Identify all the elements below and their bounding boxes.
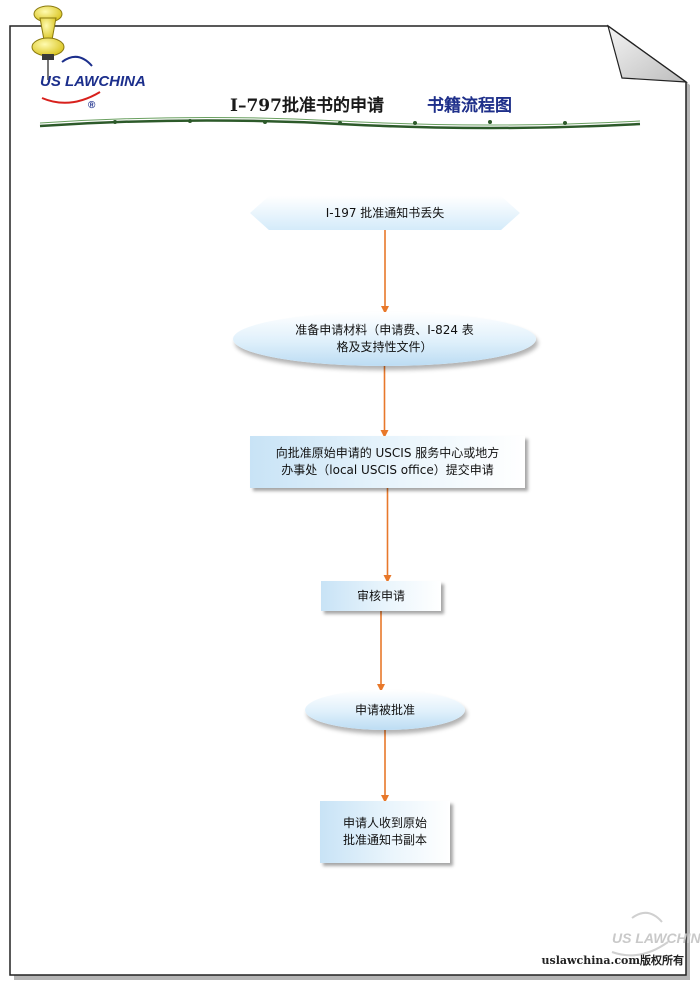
page-sheet bbox=[9, 25, 687, 976]
node-line: I-197 批准通知书丢失 bbox=[325, 205, 445, 220]
folded-corner bbox=[606, 24, 689, 83]
node-line: 办事处（local USCIS office）提交申请 bbox=[281, 463, 494, 477]
logo-registered-mark: ® bbox=[88, 100, 96, 111]
node-line: 批准通知书副本 bbox=[342, 833, 427, 847]
node-prepare-materials: 准备申请材料（申请费、I-824 表 格及支持性文件） bbox=[233, 312, 536, 366]
node-application-approved: 申请被批准 bbox=[305, 690, 465, 730]
logo-text: US LAWCHINA bbox=[40, 73, 146, 90]
page-title: I–797批准书的申请 bbox=[230, 96, 384, 116]
node-review-application: 审核申请 bbox=[321, 581, 441, 611]
copyright-notice: uslawchina.com版权所有 bbox=[541, 954, 684, 967]
watermark-logo-text: US LAWCHINA bbox=[612, 930, 700, 946]
pushpin-icon bbox=[31, 5, 65, 80]
node-line: 格及支持性文件） bbox=[336, 340, 433, 354]
node-line: 准备申请材料（申请费、I-824 表 bbox=[295, 323, 474, 337]
uslawchina-logo-mark bbox=[41, 55, 101, 104]
page-subtitle: 书籍流程图 bbox=[427, 96, 512, 116]
header-divider bbox=[39, 116, 641, 130]
watermark-logo-mark bbox=[611, 911, 669, 957]
node-submit-application: 向批准原始申请的 USCIS 服务中心或地方 办事处（local USCIS o… bbox=[250, 436, 525, 488]
node-line: 审核申请 bbox=[356, 588, 405, 603]
node-line: 申请被批准 bbox=[354, 702, 415, 717]
node-line: 申请人收到原始 bbox=[342, 816, 427, 830]
node-i197-lost: I-197 批准通知书丢失 bbox=[250, 196, 520, 230]
node-line: 向批准原始申请的 USCIS 服务中心或地方 bbox=[275, 446, 500, 460]
node-receive-copy: 申请人收到原始 批准通知书副本 bbox=[320, 801, 450, 863]
